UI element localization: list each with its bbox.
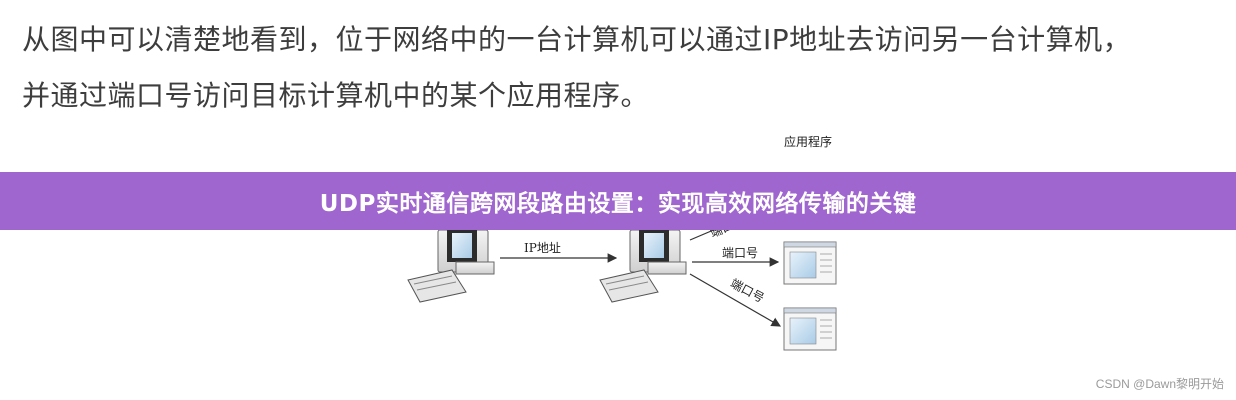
- ip-label: IP地址: [524, 241, 561, 255]
- app-label: 应用程序: [784, 134, 832, 149]
- port-label-2: 端口号: [722, 246, 758, 260]
- app-window-icon-2: [783, 241, 837, 285]
- title-banner: UDP实时通信跨网段路由设置：实现高效网络传输的关键: [0, 172, 1236, 230]
- app-window-icon-3: [783, 307, 837, 351]
- banner-title: UDP实时通信跨网段路由设置：实现高效网络传输的关键: [319, 191, 917, 217]
- computer-icon-target: [599, 229, 687, 303]
- paragraph-line-1: 从图中可以清楚地看到，位于网络中的一台计算机可以通过IP地址去访问另一台计算机，: [22, 23, 1132, 56]
- paragraph-line-2: 并通过端口号访问目标计算机中的某个应用程序。: [22, 79, 650, 112]
- port-arrow-3: [689, 273, 782, 327]
- port-label-3: 端口号: [728, 276, 766, 305]
- csdn-watermark: CSDN @Dawn黎明开始: [1095, 377, 1224, 391]
- computer-icon-source: [407, 229, 495, 303]
